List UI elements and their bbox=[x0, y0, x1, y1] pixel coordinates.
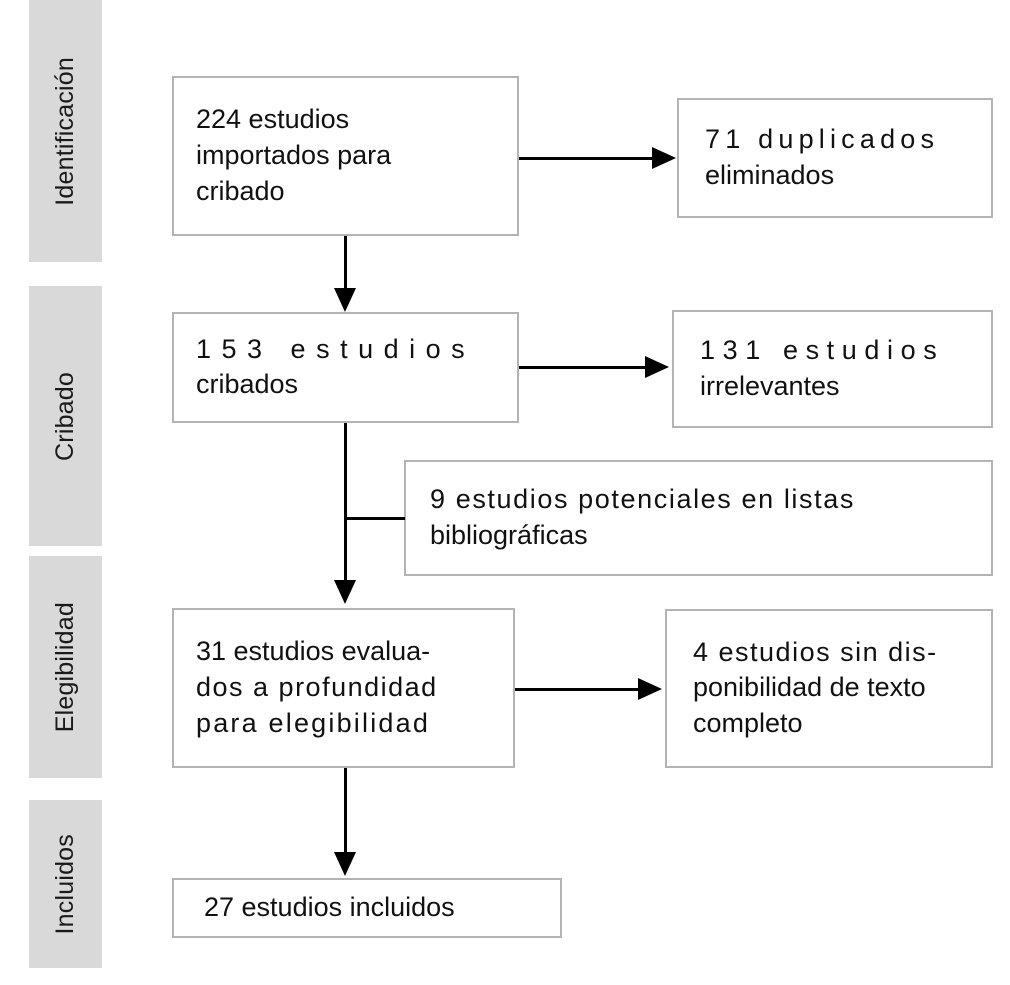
connector-assessed-to-included bbox=[344, 768, 347, 858]
stage-band-identificacion: Identificación bbox=[29, 0, 102, 262]
arrowhead-screened-to-irrelevant bbox=[645, 356, 669, 378]
arrowhead-assessed-to-included bbox=[334, 852, 356, 876]
stage-band-incluidos: Incluidos bbox=[29, 800, 102, 968]
connector-reference-lists-to-trunk bbox=[345, 517, 405, 520]
stage-band-label-identificacion: Identificación bbox=[51, 56, 79, 206]
connector-imported-to-duplicates bbox=[519, 157, 654, 160]
arrowhead-assessed-to-no-fulltext bbox=[638, 678, 662, 700]
stage-band-cribado: Cribado bbox=[29, 286, 102, 546]
arrowhead-screened-to-assessed bbox=[334, 580, 356, 604]
connector-screened-to-irrelevant bbox=[519, 366, 647, 369]
stage-band-elegibilidad: Elegibilidad bbox=[29, 556, 102, 778]
box-included-studies-text: 27 estudios incluidos bbox=[204, 892, 455, 923]
connector-assessed-to-no-fulltext bbox=[515, 688, 640, 691]
connector-imported-to-screened bbox=[344, 236, 347, 291]
stage-band-label-cribado: Cribado bbox=[51, 371, 79, 461]
connector-screened-to-assessed bbox=[344, 423, 347, 587]
box-included-studies: 27 estudios incluidos bbox=[172, 878, 562, 938]
arrowhead-imported-to-duplicates bbox=[652, 147, 676, 169]
stage-band-label-elegibilidad: Elegibilidad bbox=[51, 601, 79, 733]
arrowhead-imported-to-screened bbox=[334, 288, 356, 312]
stage-band-label-incluidos: Incluidos bbox=[51, 833, 79, 935]
